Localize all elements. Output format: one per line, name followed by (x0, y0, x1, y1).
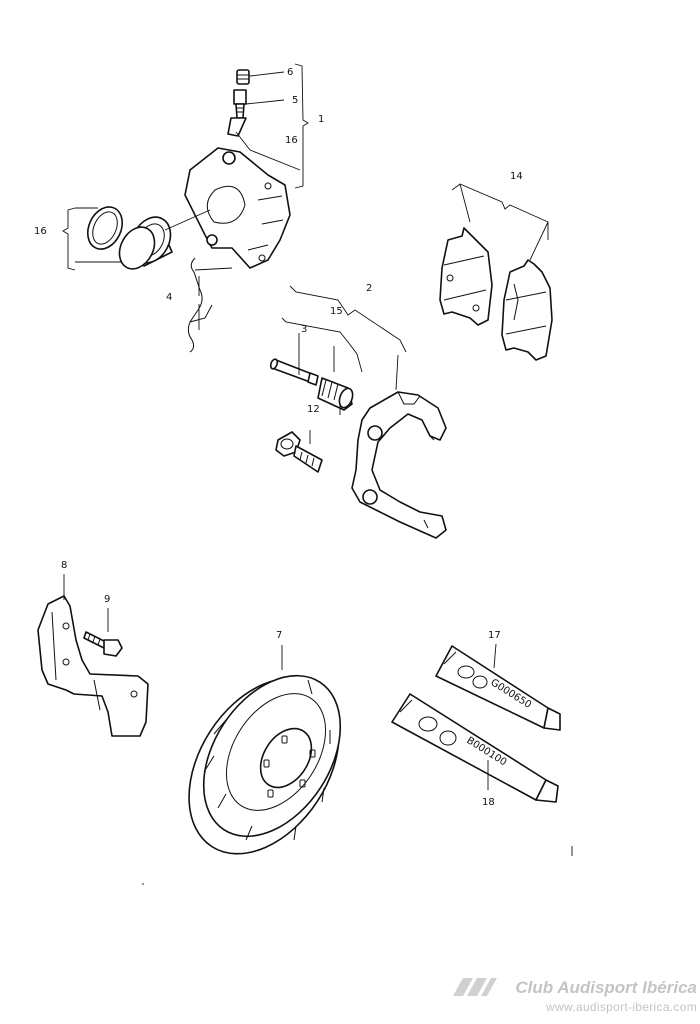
spring-clip (187, 257, 213, 353)
callout-6: 6 (287, 67, 293, 78)
splash-shield (37, 595, 149, 737)
leader-lines-group-2 (281, 285, 407, 444)
callout-7: 7 (276, 630, 282, 641)
club-logo-icon (453, 978, 497, 996)
callout-14: 14 (510, 171, 523, 182)
callout-4: 4 (166, 292, 172, 303)
grease-tube-upper: G000650 (435, 645, 561, 731)
guide-pin-bushing (317, 377, 354, 411)
leader-lines-group-14 (451, 183, 549, 261)
leader-lines-8-9 (63, 574, 109, 632)
callout-numbers: 6 5 1 16 16 14 2 4 15 3 12 8 9 7 17 18 (34, 67, 523, 808)
callout-9: 9 (104, 594, 110, 605)
leader-line-4 (194, 267, 233, 330)
brake-pad-front (439, 227, 493, 326)
shield-bolt (83, 631, 123, 657)
callout-17: 17 (488, 630, 501, 641)
callout-8: 8 (61, 560, 67, 571)
caliper-housing (184, 147, 291, 269)
caliper-carrier (351, 391, 447, 539)
brake-pad-rear (501, 259, 553, 361)
stray-dot (142, 883, 144, 885)
callout-3: 3 (301, 324, 307, 335)
callout-18: 18 (482, 797, 495, 808)
leader-lines-group-16 (62, 207, 211, 271)
bleed-screw (227, 89, 247, 137)
piston-seal-ring (86, 206, 124, 250)
dust-cap (236, 69, 250, 85)
leader-lines-group-1 (235, 63, 309, 189)
watermark-title: Club Audisport Ibérica (515, 978, 697, 997)
leader-lines-17-18 (487, 643, 497, 790)
carrier-bolt (275, 431, 323, 473)
callout-15: 15 (330, 306, 343, 317)
watermark: Club Audisport Ibérica www.audisport-ibe… (447, 974, 697, 1020)
callout-1: 1 (318, 114, 324, 125)
callout-2: 2 (366, 283, 372, 294)
guide-pin-long (269, 358, 319, 386)
brake-disc (188, 674, 342, 855)
callout-16-left: 16 (34, 226, 47, 237)
callout-12: 12 (307, 404, 320, 415)
piston (118, 216, 173, 270)
watermark-url: www.audisport-iberica.com (546, 1000, 697, 1014)
disc-bolt-holes (263, 735, 316, 798)
callout-16-upper: 16 (285, 135, 298, 146)
callout-5: 5 (292, 95, 298, 106)
